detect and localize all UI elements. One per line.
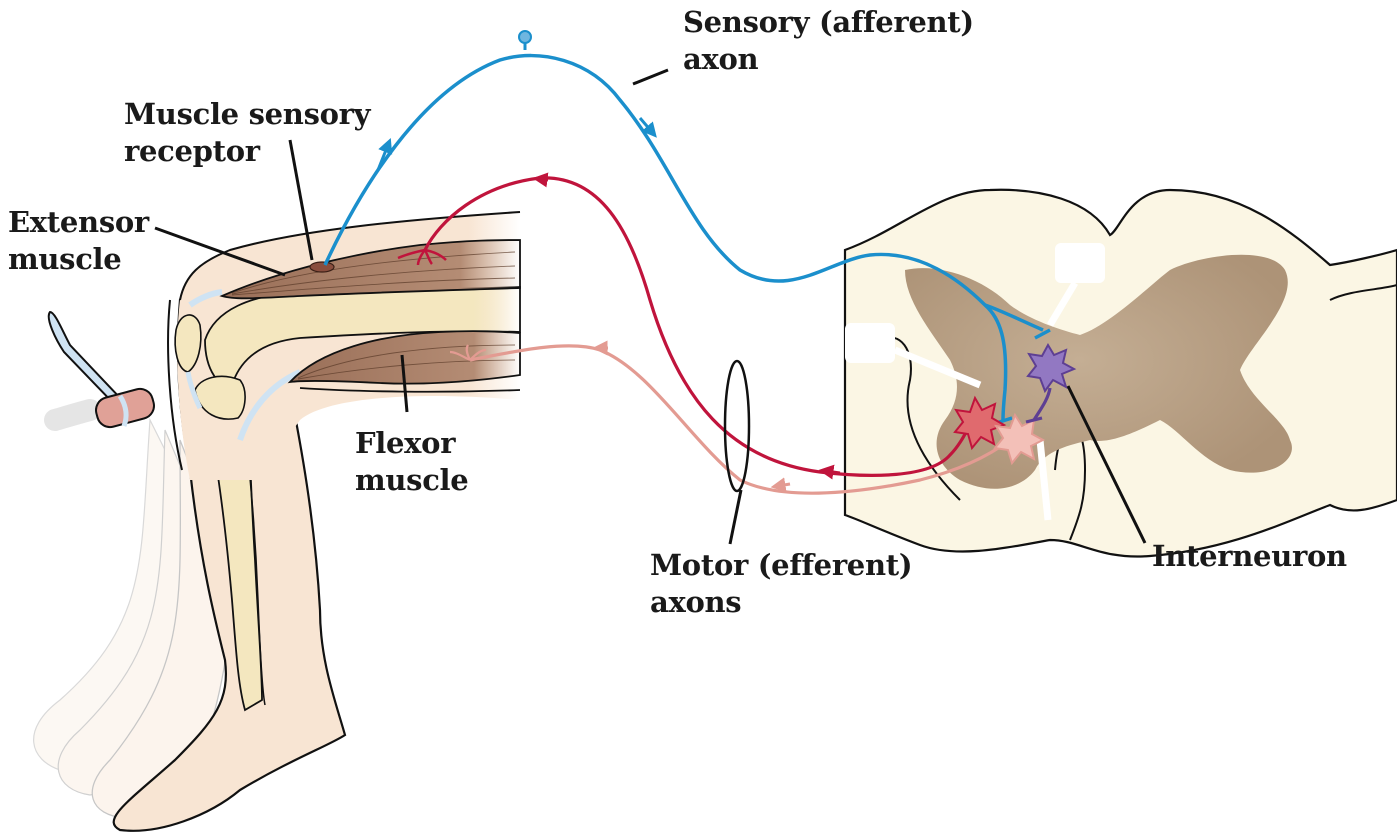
interneuron-cell [1026, 342, 1077, 394]
label-sensory-axon-line1: Sensory (afferent) [683, 5, 974, 39]
extensor-fibers [231, 251, 516, 296]
label-flexor-muscle: Flexor muscle [355, 425, 469, 499]
label-extensor-muscle: Extensor muscle [8, 204, 149, 278]
extensor-motor-neuron [953, 395, 1007, 451]
reflex-hammer-icon [44, 310, 155, 431]
label-sensory-axon: Sensory (afferent) axon [683, 4, 974, 78]
label-extensor-muscle-line1: Extensor [8, 205, 149, 239]
label-muscle-receptor-line1: Muscle sensory [124, 97, 371, 131]
label-sensory-axon-line2: axon [683, 42, 759, 76]
flexor-motor-neuron [993, 412, 1046, 466]
muscle-sensory-receptor [309, 261, 335, 273]
label-flexor-muscle-line1: Flexor [355, 426, 456, 460]
flexor-muscle [287, 330, 521, 385]
spinal-cord [843, 188, 1397, 558]
motor-axon-extensor [423, 176, 972, 477]
label-extensor-muscle-line2: muscle [8, 242, 122, 276]
dorsal-root-ganglion [518, 30, 532, 44]
motor-axon-flexor [469, 344, 1011, 495]
flexor-motor-endplate [449, 344, 487, 361]
label-interneuron: Interneuron [1152, 538, 1347, 575]
extensor-motor-endplate [397, 248, 447, 266]
label-motor-axons-line2: axons [650, 585, 742, 619]
sensory-axon [323, 53, 1008, 421]
motor-axon-bundle-ring [723, 359, 751, 493]
label-motor-axons-line1: Motor (efferent) [650, 548, 913, 582]
label-motor-axons: Motor (efferent) axons [650, 547, 913, 621]
label-flexor-muscle-line2: muscle [355, 463, 469, 497]
label-muscle-receptor-line2: receptor [124, 134, 260, 168]
label-interneuron-line1: Interneuron [1152, 539, 1347, 573]
leader-lines [154, 68, 1147, 545]
label-muscle-receptor: Muscle sensory receptor [124, 96, 371, 170]
